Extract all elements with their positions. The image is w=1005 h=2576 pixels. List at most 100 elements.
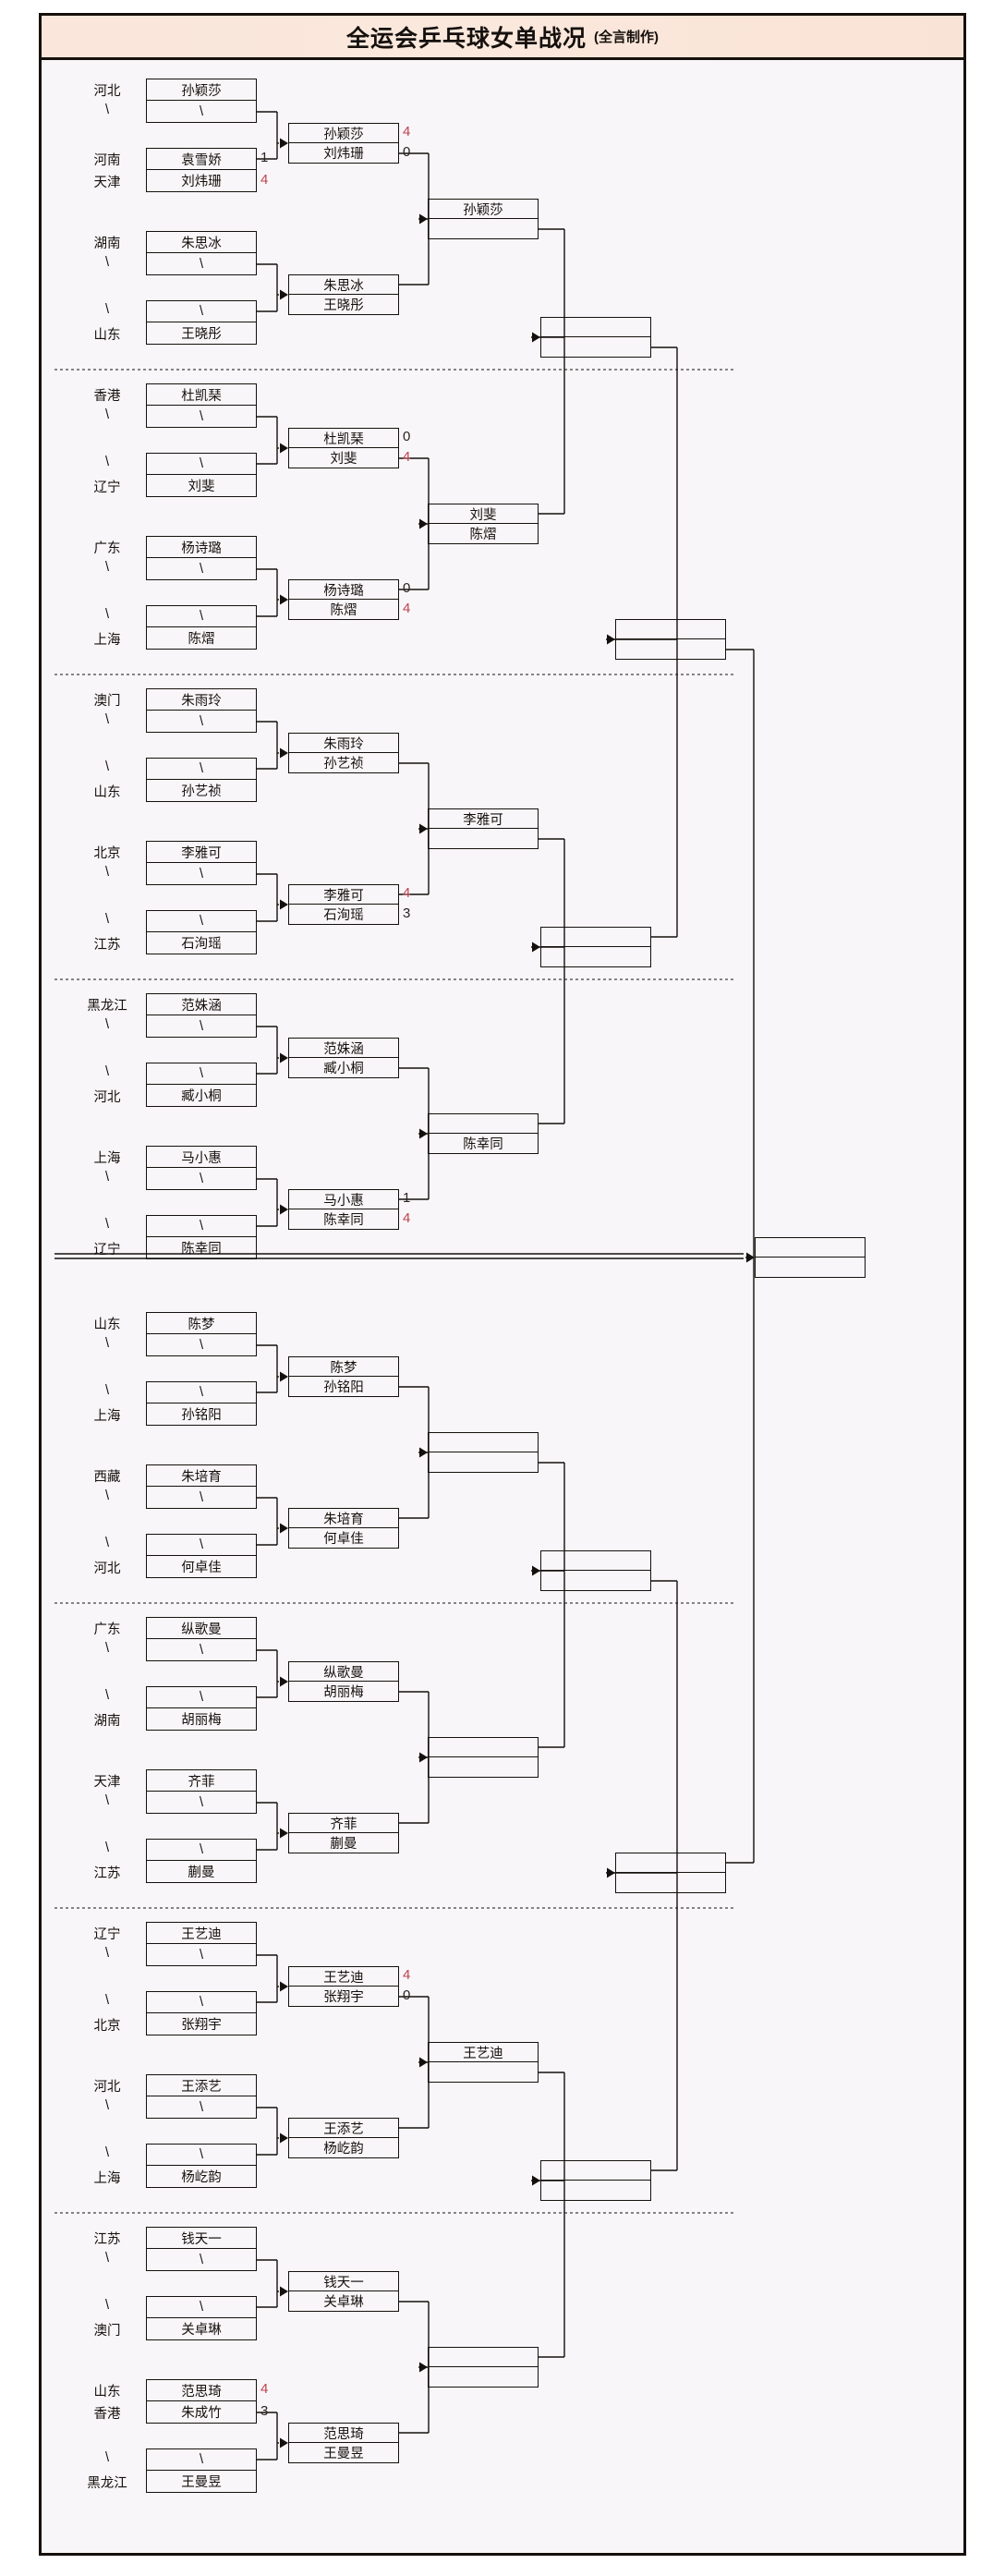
match-slot-bottom: 王曼昱 (181, 2475, 222, 2490)
region-label: 北京 (93, 846, 121, 861)
match-box-round3[interactable]: 李雅可 (428, 808, 539, 849)
match-box-round2[interactable]: 范思琦王曼昱 (288, 2423, 399, 2463)
match-slot-bottom (541, 1571, 650, 1590)
match-box-round1[interactable]: \杨屹韵 (146, 2144, 257, 2188)
region-label: \ (104, 1488, 110, 1503)
match-box-round1[interactable]: \陈幸同 (146, 1215, 257, 1259)
match-slot-bottom (429, 1452, 538, 1472)
match-slot-top: 杨诗璐 (147, 537, 256, 558)
match-box-round1[interactable]: \孙艺祯 (146, 758, 257, 802)
match-box-round1[interactable]: 杜凯琹\ (146, 383, 257, 428)
match-box-round1[interactable]: 范姝涵\ (146, 993, 257, 1038)
region-label: 天津 (93, 176, 121, 190)
region-label: \ (104, 1017, 110, 1032)
match-box-round3[interactable]: 王艺迪 (428, 2042, 539, 2083)
match-slot-top: 陈梦 (147, 1313, 256, 1334)
match-box-round5[interactable] (615, 619, 726, 660)
match-slot-top: 范思琦 (147, 2380, 256, 2401)
match-box-round1[interactable]: 王添艺\ (146, 2074, 257, 2119)
match-box-round2[interactable]: 纵歌曼胡丽梅 (288, 1661, 399, 1702)
match-box-round1[interactable]: \胡丽梅 (146, 1686, 257, 1731)
match-box-round1[interactable]: 范思琦朱成竹 (146, 2379, 257, 2424)
match-box-round1[interactable]: \石洵瑶 (146, 910, 257, 954)
match-slot-bottom: 胡丽梅 (181, 1713, 222, 1728)
match-box-round2[interactable]: 孙颖莎刘炜珊 (288, 123, 399, 164)
match-box-round1[interactable]: 马小惠\ (146, 1146, 257, 1190)
match-box-round1[interactable]: 齐菲\ (146, 1769, 257, 1814)
match-box-round1[interactable]: 李雅可\ (146, 841, 257, 885)
region-label: 上海 (93, 1151, 121, 1166)
match-slot-bottom: 关卓琳 (181, 2323, 222, 2338)
match-box-round1[interactable]: \张翔宇 (146, 1991, 257, 2035)
match-box-round1[interactable]: \王曼昱 (146, 2448, 257, 2493)
match-slot-top: 孙颖莎 (147, 79, 256, 101)
match-box-round1[interactable]: 朱思冰\ (146, 231, 257, 275)
region-label: 山东 (93, 328, 121, 343)
match-box-round3[interactable] (428, 2347, 539, 2388)
match-box-round1[interactable]: \刘斐 (146, 453, 257, 497)
match-box-round3[interactable]: 刘斐陈熠 (428, 504, 539, 544)
match-box-round1[interactable]: 孙颖莎\ (146, 79, 257, 123)
match-box-round4[interactable] (540, 317, 651, 358)
match-box-round3[interactable]: 孙颖莎 (428, 199, 539, 239)
region-label: \ (104, 2450, 110, 2465)
match-box-round1[interactable]: 王艺迪\ (146, 1922, 257, 1966)
match-box-round1[interactable]: \蒯曼 (146, 1839, 257, 1883)
match-box-round2[interactable]: 陈梦孙铭阳 (288, 1356, 399, 1397)
region-label: \ (104, 1841, 110, 1855)
match-box-round2[interactable]: 钱天一关卓琳 (288, 2271, 399, 2312)
match-slot-bottom: 关卓琳 (323, 2295, 364, 2310)
match-box-round1[interactable]: 杨诗璐\ (146, 536, 257, 580)
match-slot-top: 钱天一 (147, 2228, 256, 2249)
match-box-round1[interactable]: 钱天一\ (146, 2227, 257, 2271)
match-score: 3 (403, 905, 411, 921)
region-label: 河北 (93, 84, 121, 99)
match-box-round2[interactable]: 范姝涵臧小桐 (288, 1038, 399, 1078)
region-label: 山东 (93, 1318, 121, 1332)
match-box-round2[interactable]: 朱培育何卓佳 (288, 1508, 399, 1549)
match-box-round1[interactable]: 袁雪娇刘炜珊 (146, 148, 257, 192)
match-box-round3[interactable]: 陈幸同 (428, 1113, 539, 1154)
match-box-round2[interactable]: 马小惠陈幸同 (288, 1189, 399, 1230)
match-slot-top: 朱思冰 (147, 232, 256, 253)
region-label: \ (104, 2145, 110, 2160)
match-box-round1[interactable]: \陈熠 (146, 605, 257, 650)
match-box-round2[interactable]: 王艺迪张翔宇 (288, 1966, 399, 2007)
match-box-round4[interactable] (540, 927, 651, 967)
match-box-round1[interactable]: 朱培育\ (146, 1464, 257, 1509)
match-slot-bottom (756, 1258, 865, 1277)
match-box-round2[interactable]: 杨诗璐陈熠 (288, 579, 399, 620)
match-box-round2[interactable]: 朱思冰王晓彤 (288, 274, 399, 315)
match-slot-bottom (616, 639, 725, 659)
match-box-round2[interactable]: 王添艺杨屹韵 (288, 2118, 399, 2158)
match-slot-bottom: \ (199, 2099, 204, 2115)
match-box-round1[interactable]: \ 关卓琳 (146, 2296, 257, 2340)
match-box-round3[interactable] (428, 1432, 539, 1473)
match-box-round1[interactable]: 纵歌曼\ (146, 1617, 257, 1661)
match-box-round2[interactable]: 杜凯琹刘斐 (288, 428, 399, 468)
match-slot-top: \ (147, 2297, 256, 2318)
region-label: 湖南 (93, 1714, 121, 1729)
match-box-round2[interactable]: 齐菲蒯曼 (288, 1813, 399, 1853)
match-score: 4 (260, 2381, 269, 2397)
match-box-round3[interactable] (428, 1737, 539, 1778)
match-box-round1[interactable]: \王晓彤 (146, 300, 257, 345)
match-box-round4[interactable] (540, 1550, 651, 1591)
match-box-round1[interactable]: 朱雨玲\ (146, 688, 257, 733)
match-box-round4[interactable] (540, 2160, 651, 2201)
match-slot-bottom (541, 337, 650, 357)
match-slot-bottom: 陈熠 (469, 528, 497, 542)
match-box-round1[interactable]: \孙铭阳 (146, 1381, 257, 1426)
match-box-round5[interactable] (615, 1853, 726, 1893)
match-box-round2[interactable]: 朱雨玲孙艺祯 (288, 733, 399, 773)
page-title: 全运会乒乓球女单战况 (345, 25, 587, 52)
match-box-round1[interactable]: \何卓佳 (146, 1534, 257, 1578)
match-box-round2[interactable]: 李雅可石洵瑶 (288, 884, 399, 925)
match-box-round1[interactable]: 陈梦\ (146, 1312, 257, 1356)
region-label: 上海 (93, 633, 121, 648)
match-box-final[interactable] (755, 1237, 866, 1278)
match-slot-bottom: 王晓彤 (181, 327, 222, 342)
region-label: \ (104, 2298, 110, 2313)
match-box-round1[interactable]: \臧小桐 (146, 1063, 257, 1107)
match-slot-top (541, 2161, 650, 2181)
